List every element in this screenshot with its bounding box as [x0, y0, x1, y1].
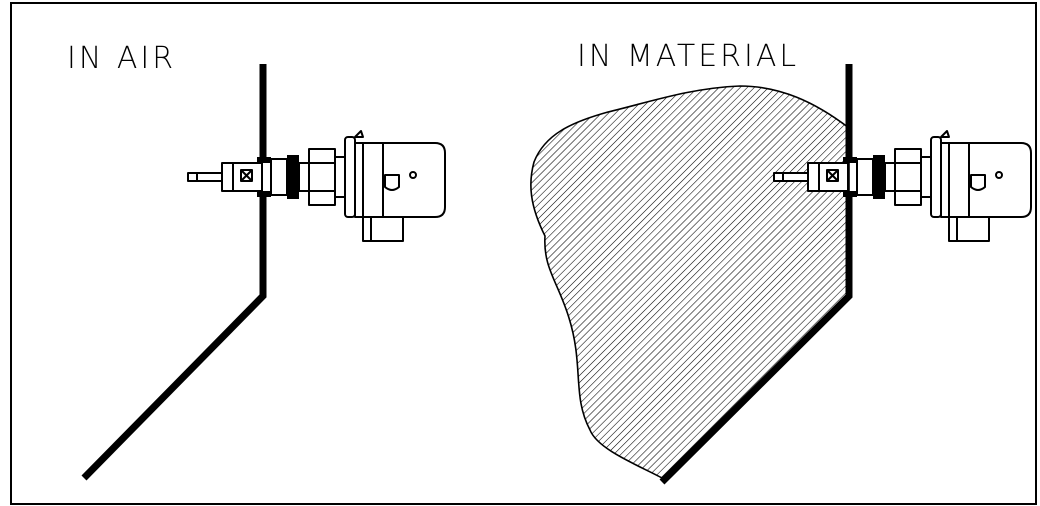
panel-label-in-air: IN AIR	[67, 41, 176, 76]
panel-label-in-material: IN MATERIAL	[577, 39, 799, 74]
drawing-frame	[10, 2, 1037, 505]
vessel-wall-left	[81, 64, 267, 481]
vessel-wall-right	[659, 64, 853, 485]
level-switch-left	[187, 130, 446, 242]
bulk-material-hatched	[530, 85, 850, 479]
